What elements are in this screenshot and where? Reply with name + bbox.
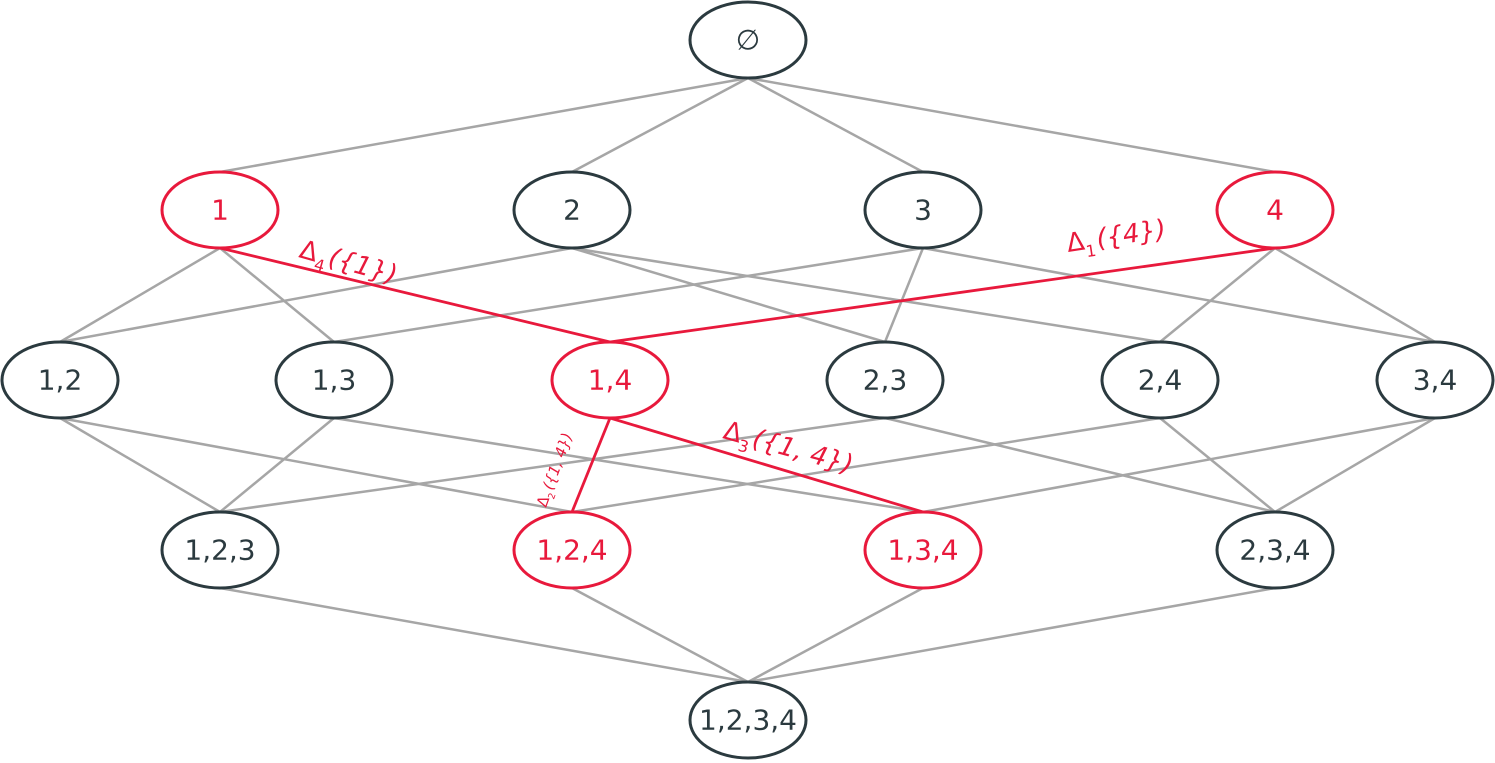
node-124: 1,2,4 [512,510,632,590]
delta-subscript: 4 [312,255,327,276]
delta-subscript: 3 [736,436,751,457]
node-ellipse [512,510,632,590]
edge-4-24 [1159,247,1276,343]
edge-4-14 [609,246,1276,344]
node-ellipse [688,0,808,80]
edge-3-13 [333,246,924,344]
node-label: 2,4 [1138,364,1183,397]
node-label: 1,2,3 [184,534,255,567]
node-24: 2,4 [1100,340,1220,420]
edge-label-text: Δ2({1, 4}) [533,430,580,510]
edge-label-text: Δ1({4}) [1065,214,1169,263]
edge-2-12 [59,246,573,344]
node-123: 1,2,3 [160,510,280,590]
edge-1-12 [59,246,221,344]
edge-12-123 [59,416,221,514]
delta-symbol: Δ [1065,227,1087,259]
edge-24-124 [571,416,1161,514]
delta-subscript: 1 [1085,241,1098,261]
node-2: 2 [512,170,632,250]
edge-34-134 [922,416,1436,514]
node-134: 1,3,4 [863,510,983,590]
edge-label-14-124: Δ2({1, 4}) [533,430,580,510]
edge-1-13 [219,247,335,343]
node-1: 1 [160,170,280,250]
node-ellipse [1100,340,1220,420]
node-label: 1,2,4 [536,534,607,567]
edges-layer [59,76,1436,684]
node-34: 3,4 [1375,340,1495,420]
edge-1-14 [219,246,611,344]
node-label: 3 [914,194,932,227]
node-label: 1 [211,194,229,227]
node-ellipse [863,170,983,250]
edge-14-134 [609,416,924,514]
edge-23-234 [884,416,1276,514]
edge-empty-1 [219,76,749,174]
node-ellipse [825,340,945,420]
node-label: 1,4 [588,364,633,397]
node-label: 1,2,3,4 [699,704,797,737]
edge-124-1234 [571,586,749,684]
node-label: 2,3 [863,364,908,397]
node-ellipse [512,170,632,250]
node-12: 1,2 [0,340,120,420]
edge-24-234 [1159,417,1276,513]
edge-label-1-14: Δ4({1}) [295,235,401,295]
node-ellipse [688,680,808,760]
edge-13-123 [219,417,335,513]
node-ellipse [160,510,280,590]
node-ellipse [1215,170,1335,250]
node-label: ∅ [736,24,760,57]
node-ellipse [274,340,394,420]
edge-empty-3 [747,76,924,174]
edge-14-124 [570,417,612,513]
node-label: 1,2 [38,364,83,397]
node-label: 2 [563,194,581,227]
node-14: 1,4 [550,340,670,420]
edge-2-23 [571,246,886,344]
edge-34-234 [1274,416,1436,514]
node-13: 1,3 [274,340,394,420]
node-empty: ∅ [688,0,808,80]
delta-argument: ({4}) [1094,214,1168,254]
node-label: 2,3,4 [1239,534,1310,567]
delta-argument: ({1, 4}) [749,424,856,480]
edge-123-1234 [219,586,749,684]
node-1234: 1,2,3,4 [688,680,808,760]
edge-labels-layer: Δ4({1}) Δ1({4}) Δ2({1, 4}) Δ 3({1, 4}) [295,214,1169,510]
edge-134-1234 [747,586,924,684]
edge-empty-4 [747,76,1276,174]
node-ellipse [863,510,983,590]
node-label: 3,4 [1413,364,1458,397]
edge-empty-2 [571,76,749,174]
edge-4-34 [1274,246,1436,344]
node-label: 4 [1266,194,1284,227]
node-label: 1,3,4 [887,534,958,567]
edge-2-24 [571,246,1161,344]
node-4: 4 [1215,170,1335,250]
edge-label-text: Δ4({1}) [295,235,401,295]
edge-3-23 [883,247,925,343]
node-ellipse [160,170,280,250]
node-ellipse [0,340,120,420]
delta-subscript: 2 [546,492,558,501]
edge-12-124 [59,416,573,514]
edge-234-1234 [747,586,1276,684]
node-3: 3 [863,170,983,250]
edge-label-4-14: Δ1({4}) [1065,214,1169,263]
node-label: 1,3 [312,364,357,397]
node-ellipse [1375,340,1495,420]
edge-3-34 [922,246,1436,344]
node-234: 2,3,4 [1215,510,1335,590]
node-ellipse [1215,510,1335,590]
node-23: 2,3 [825,340,945,420]
edge-13-134 [333,416,924,514]
edge-23-123 [219,416,886,514]
node-ellipse [550,340,670,420]
